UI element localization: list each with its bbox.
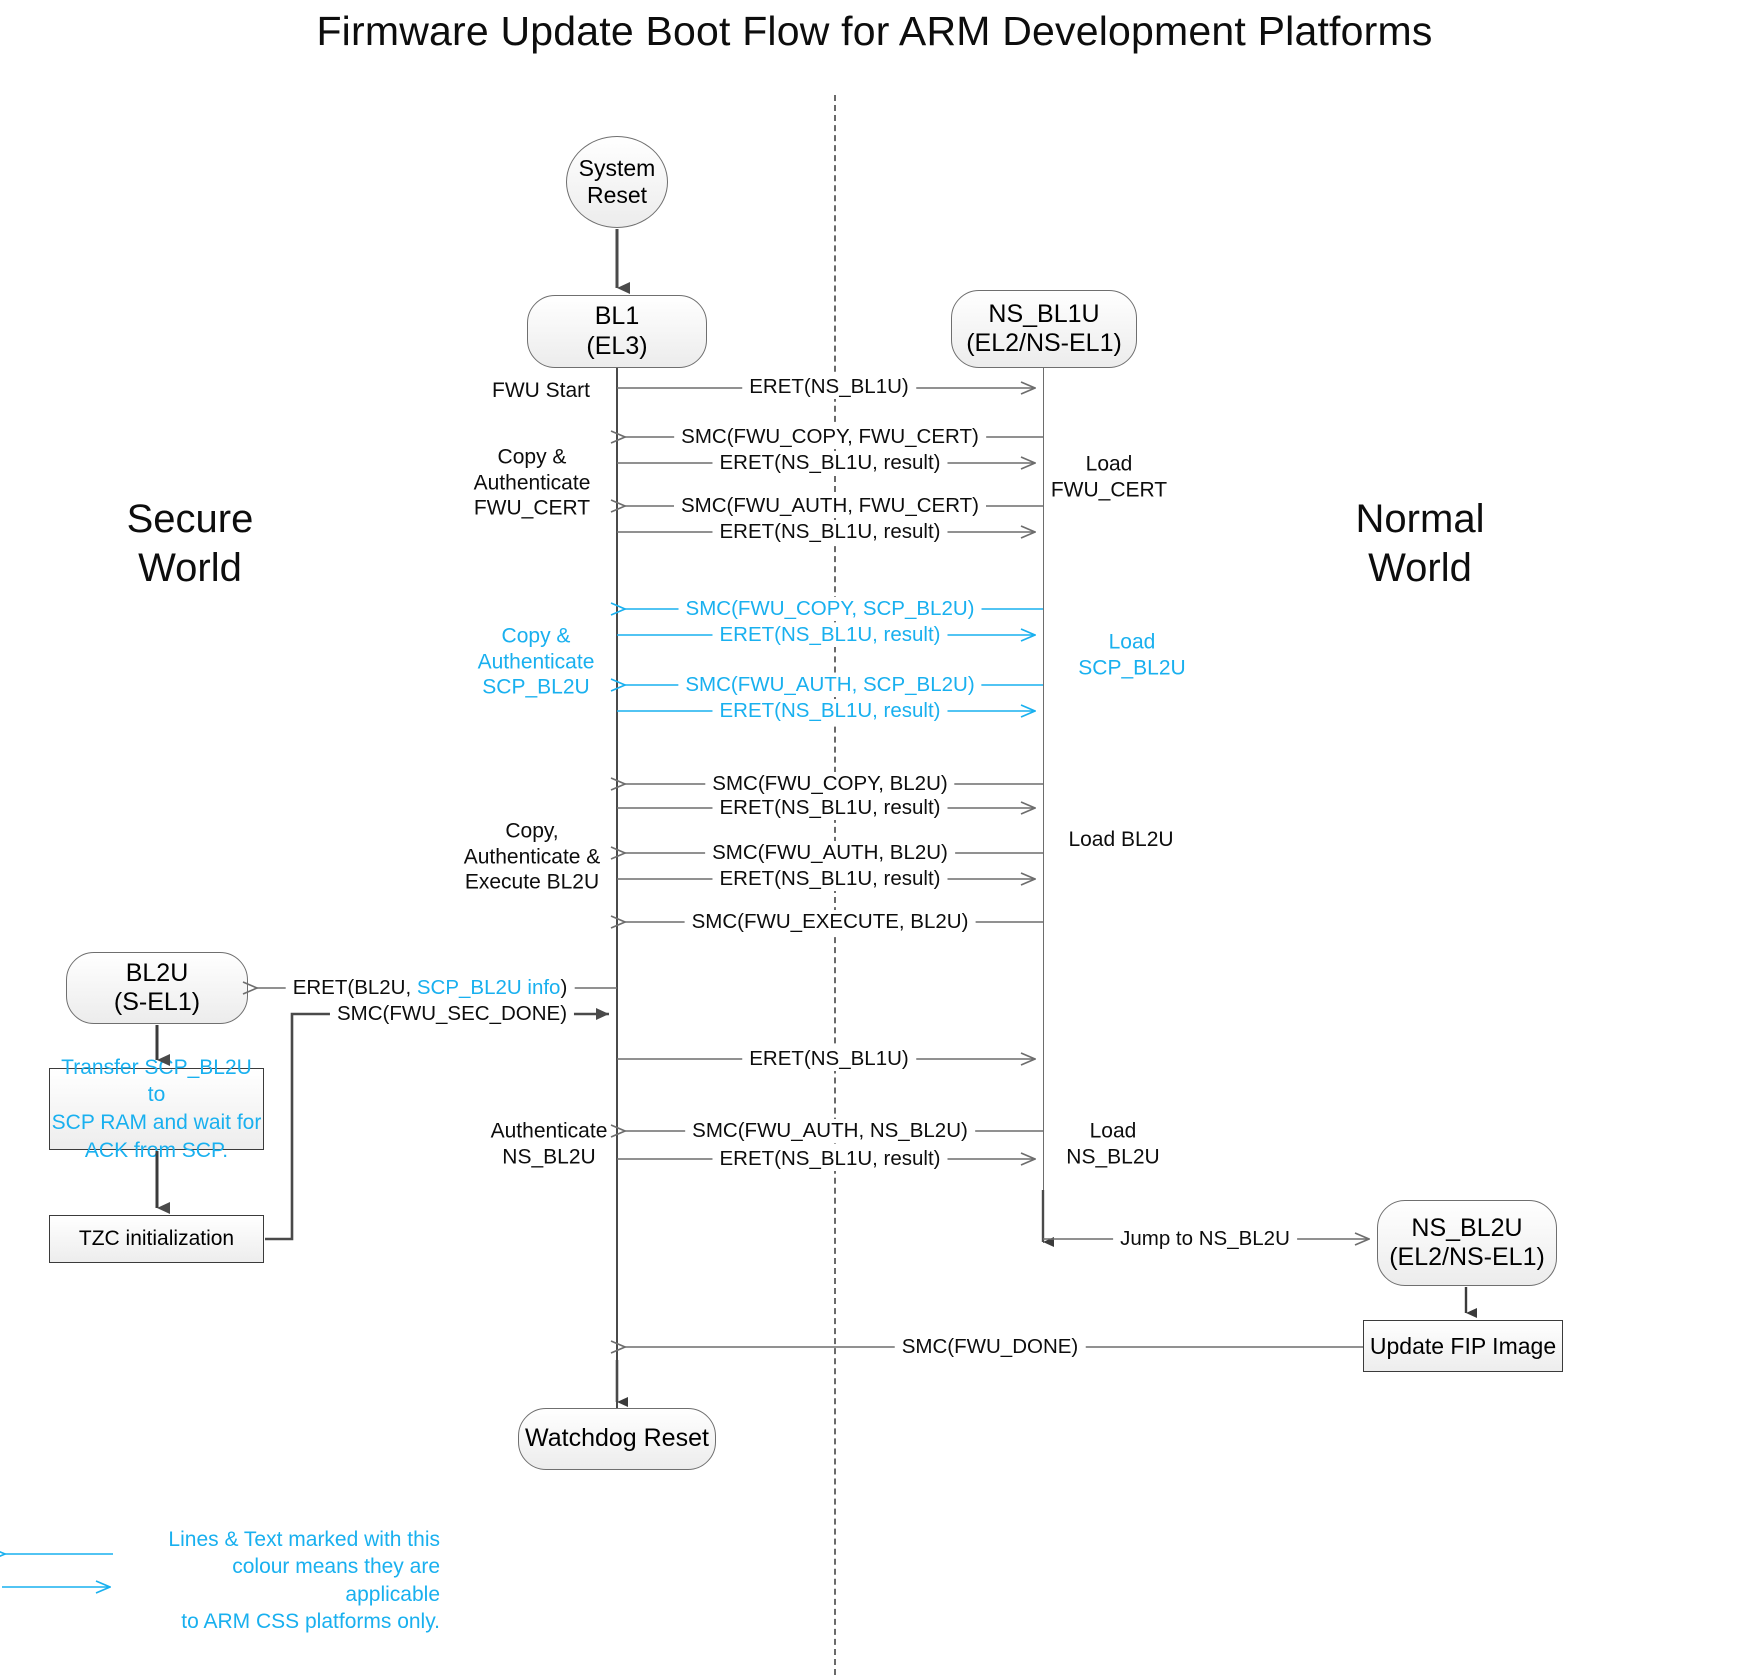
- message-label-m10: SMC(FWU_COPY, BL2U): [705, 772, 955, 796]
- message-label-m3: ERET(NS_BL1U, result): [712, 451, 948, 475]
- message-label-m13: ERET(NS_BL1U, result): [712, 867, 948, 891]
- m15-suffix: ): [560, 976, 568, 999]
- message-label-m6: SMC(FWU_COPY, SCP_BL2U): [678, 597, 982, 621]
- side-label-load-fwu-cert: Load FWU_CERT: [1050, 452, 1168, 501]
- node-watchdog-reset[interactable]: Watchdog Reset: [518, 1408, 716, 1470]
- message-label-m21: SMC(FWU_DONE): [894, 1335, 1086, 1359]
- message-label-m18: SMC(FWU_AUTH, NS_BL2U): [685, 1119, 975, 1143]
- bl1-lifeline: [616, 368, 618, 1418]
- message-label-m1: ERET(NS_BL1U): [742, 375, 916, 399]
- box-transfer-scp-bl2u[interactable]: Transfer SCP_BL2U to SCP RAM and wait fo…: [49, 1056, 264, 1162]
- side-label-load-scp-bl2u: Load SCP_BL2U: [1078, 630, 1186, 679]
- node-bl2u[interactable]: BL2U (S-EL1): [66, 952, 248, 1024]
- box-tzc-initialization[interactable]: TZC initialization: [49, 1215, 264, 1263]
- side-label-load-ns-bl2u: Load NS_BL2U: [1066, 1119, 1160, 1168]
- node-system-reset[interactable]: System Reset: [566, 136, 668, 228]
- side-label-authenticate-ns-bl2u: Authenticate NS_BL2U: [490, 1119, 608, 1168]
- side-label-copy-auth-fwu-cert: Copy & Authenticate FWU_CERT: [473, 445, 591, 520]
- message-label-m16: SMC(FWU_SEC_DONE): [329, 1002, 575, 1026]
- secure-world-label: Secure World: [126, 497, 254, 590]
- legend-note: Lines & Text marked with this colour mea…: [168, 1528, 440, 1633]
- message-label-m8: SMC(FWU_AUTH, SCP_BL2U): [678, 673, 982, 697]
- side-label-copy-auth-scp-bl2u: Copy & Authenticate SCP_BL2U: [477, 624, 595, 699]
- message-label-m15: ERET(BL2U, SCP_BL2U info): [285, 976, 575, 1000]
- m15-cyan-part: SCP_BL2U info: [416, 976, 561, 999]
- message-label-m20: Jump to NS_BL2U: [1113, 1227, 1297, 1251]
- message-label-m4: SMC(FWU_AUTH, FWU_CERT): [674, 494, 986, 518]
- message-label-m2: SMC(FWU_COPY, FWU_CERT): [674, 425, 986, 449]
- message-label-m17: ERET(NS_BL1U): [742, 1047, 916, 1071]
- side-label-load-bl2u: Load BL2U: [1068, 828, 1174, 852]
- message-label-m12: SMC(FWU_AUTH, BL2U): [705, 841, 955, 865]
- box-update-fip-image[interactable]: Update FIP Image: [1363, 1320, 1563, 1372]
- message-label-m7: ERET(NS_BL1U, result): [712, 623, 948, 647]
- message-label-m19: ERET(NS_BL1U, result): [712, 1147, 948, 1171]
- page-title: Firmware Update Boot Flow for ARM Develo…: [316, 8, 1433, 54]
- node-ns-bl1u[interactable]: NS_BL1U (EL2/NS-EL1): [951, 290, 1137, 368]
- message-label-m11: ERET(NS_BL1U, result): [712, 796, 948, 820]
- ns-bl1u-lifeline: [1043, 368, 1044, 1243]
- side-label-fwu-start: FWU Start: [492, 379, 590, 403]
- message-label-m14: SMC(FWU_EXECUTE, BL2U): [684, 910, 976, 934]
- message-label-m5: ERET(NS_BL1U, result): [712, 520, 948, 544]
- message-label-m9: ERET(NS_BL1U, result): [712, 699, 948, 723]
- m15-prefix: ERET(BL2U,: [292, 976, 417, 999]
- side-label-copy-auth-exec-bl2u: Copy, Authenticate & Execute BL2U: [463, 819, 601, 894]
- normal-world-label: Normal World: [1355, 497, 1485, 590]
- node-bl1[interactable]: BL1 (EL3): [527, 295, 707, 368]
- node-ns-bl2u[interactable]: NS_BL2U (EL2/NS-EL1): [1377, 1200, 1557, 1286]
